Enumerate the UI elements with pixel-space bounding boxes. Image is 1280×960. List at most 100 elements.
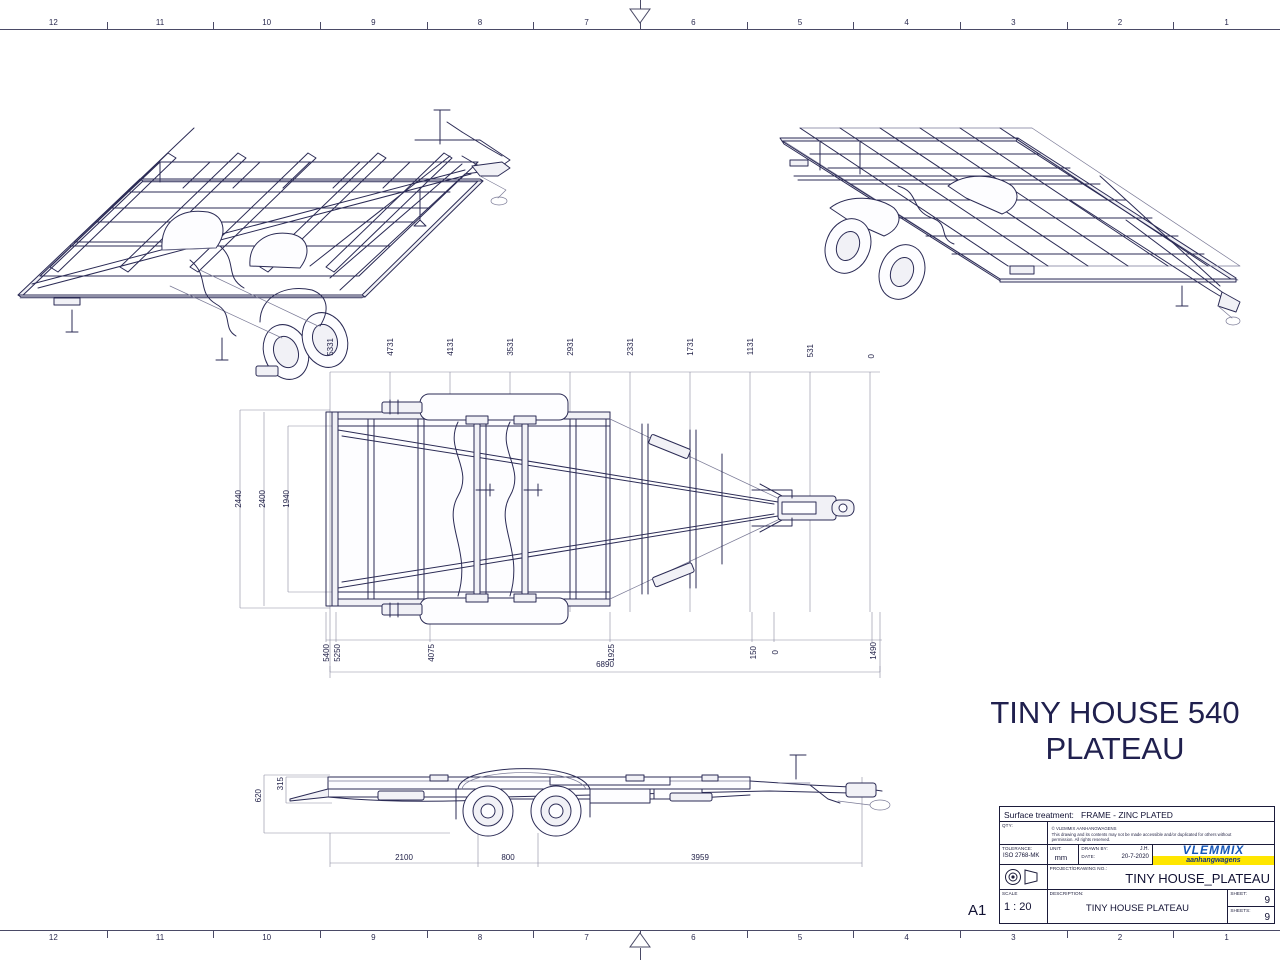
plan-overall-length: 6890 — [596, 660, 614, 669]
surface-treatment-text: Surface treatment: FRAME - ZINC PLATED — [1000, 807, 1274, 820]
ruler-tick — [106, 930, 108, 938]
project-label: PROJECT/DRAWING NO.: — [1049, 866, 1108, 871]
title-block-row-copyright: QTY: © VLEMMIX AANHANGWAGENS This drawin… — [1000, 822, 1274, 845]
copyright-text: © VLEMMIX AANHANGWAGENS This drawing and… — [1048, 822, 1274, 843]
ordinate-top-6: 1731 — [686, 338, 695, 356]
ruler-tick — [320, 22, 321, 30]
scale-value: 1 : 20 — [1004, 901, 1032, 913]
ruler-number-10: 10 — [262, 933, 272, 942]
ruler-tick — [1066, 22, 1068, 30]
sheet-value: 9 — [1264, 895, 1270, 906]
ruler-tick — [320, 930, 321, 938]
drawn-by-value: J.H. — [1140, 846, 1149, 852]
side-dim-800: 800 — [501, 853, 515, 862]
ruler-tick — [960, 930, 961, 938]
copyright-line-2: This drawing and its contents may not be… — [1051, 831, 1232, 837]
ruler-tick — [106, 22, 108, 30]
ordinate-bottom-4: 150 — [749, 646, 758, 660]
ruler-tick — [426, 22, 428, 30]
sheets-value: 9 — [1264, 912, 1270, 923]
isometric-view-left — [10, 70, 530, 380]
ruler-number-1: 1 — [1224, 933, 1229, 942]
ruler-number-8: 8 — [477, 18, 483, 27]
ruler-tick — [853, 22, 855, 30]
ruler-number-2: 2 — [1117, 933, 1123, 942]
ruler-number-7: 7 — [584, 18, 589, 27]
title-block-row-scale: SCALE 1 : 20 DESCRIPTION: TINY HOUSE PLA… — [1000, 890, 1274, 923]
side-dim-3959: 3959 — [691, 853, 709, 862]
ordinate-top-9: 0 — [867, 354, 876, 359]
ruler-tick — [746, 22, 748, 30]
unit-cell: UNIT: mm — [1048, 845, 1080, 864]
copyright-line-1: © VLEMMIX AANHANGWAGENS — [1051, 826, 1117, 831]
drawn-by-label: DRAWN BY: — [1081, 846, 1108, 851]
ruler-number-2: 2 — [1117, 18, 1123, 27]
ruler-number-9: 9 — [371, 18, 376, 27]
drawn-date-cell: DRAWN BY: J.H. DATE: 20-7-2020 — [1079, 845, 1153, 864]
surface-treatment-value: FRAME - ZINC PLATED — [1081, 810, 1173, 820]
sheets-total-row: SHEETS: 9 — [1228, 907, 1274, 923]
ruler-tick — [960, 22, 961, 30]
tolerance-cell: TOLERANCE: ISO 2768-MK — [1000, 845, 1048, 864]
side-height-315: 315 — [276, 777, 285, 791]
ruler-number-3: 3 — [1011, 933, 1016, 942]
ordinate-top-1: 4731 — [386, 338, 395, 356]
sheet-format-label: A1 — [968, 902, 987, 919]
plan-width-2400: 2400 — [258, 490, 267, 508]
ruler-tick — [1173, 22, 1175, 30]
ordinate-bottom-0: 5400 — [322, 644, 331, 662]
plan-view: 5331 4731 4131 3531 2931 2331 1731 1131 … — [222, 338, 912, 695]
first-angle-projection-icon — [1005, 869, 1038, 885]
plan-width-1940: 1940 — [282, 490, 291, 508]
qty-label: QTY: — [1002, 823, 1013, 828]
ruler-number-5: 5 — [797, 933, 803, 942]
ruler-tick — [746, 930, 748, 938]
page-title: TINY HOUSE 540 PLATEAU — [965, 695, 1265, 767]
ruler-number-12: 12 — [48, 933, 58, 942]
side-dim-2100: 2100 — [395, 853, 413, 862]
surface-treatment-cell: Surface treatment: FRAME - ZINC PLATED — [1000, 807, 1274, 821]
unit-value: mm — [1054, 853, 1068, 862]
ruler-tick — [853, 930, 855, 938]
center-marker-top-icon — [629, 8, 651, 24]
plan-width-2440: 2440 — [234, 490, 243, 508]
scale-label: SCALE — [1002, 891, 1018, 896]
vlemmix-logo: VLEMMIX aanhangwagens — [1152, 844, 1274, 865]
ordinate-bottom-2: 4075 — [427, 644, 436, 662]
ruler-tick — [533, 930, 535, 938]
date-label: DATE: — [1081, 854, 1096, 859]
ruler-tick — [213, 930, 215, 938]
sheet-cell: SHEET: 9 SHEETS: 9 — [1228, 890, 1274, 923]
ordinate-bottom-6: 1490 — [869, 642, 878, 660]
sheets-label: SHEETS: — [1230, 908, 1251, 913]
title-block: Surface treatment: FRAME - ZINC PLATED Q… — [999, 806, 1275, 924]
ruler-number-10: 10 — [262, 18, 272, 27]
title-block-row-tolerance: TOLERANCE: ISO 2768-MK UNIT: mm DRAWN BY… — [1000, 844, 1274, 865]
project-number-cell: PROJECT/DRAWING NO.: TINY HOUSE_PLATEAU — [1048, 865, 1274, 889]
ruler-bottom-center-stem — [640, 948, 641, 960]
title-block-row-project: PROJECT/DRAWING NO.: TINY HOUSE_PLATEAU — [1000, 865, 1274, 890]
side-height-620: 620 — [254, 789, 263, 803]
page-title-line2: PLATEAU — [1045, 731, 1185, 766]
ruler-number-12: 12 — [48, 18, 58, 27]
ordinate-top-4: 2931 — [566, 338, 575, 356]
ordinate-top-2: 4131 — [446, 338, 455, 356]
date-value: 20-7-2020 — [1121, 854, 1149, 860]
ruler-top-center-stem — [640, 0, 641, 12]
projection-symbol-cell — [1000, 865, 1048, 889]
ordinate-top-7: 1131 — [746, 338, 755, 356]
ordinate-top-3: 3531 — [506, 338, 515, 356]
ruler-tick — [1066, 930, 1068, 938]
unit-label: UNIT: — [1049, 846, 1062, 851]
ruler-number-11: 11 — [155, 933, 165, 942]
tolerance-label: TOLERANCE: — [1002, 846, 1033, 851]
logo-sub-text: aanhangwagens — [1152, 856, 1274, 865]
surface-treatment-label: Surface treatment: — [1004, 810, 1074, 820]
page-title-line1: TINY HOUSE 540 — [990, 695, 1240, 730]
center-marker-bottom-icon — [629, 932, 651, 948]
ruler-number-4: 4 — [904, 933, 909, 942]
ruler-number-1: 1 — [1224, 18, 1229, 27]
ruler-number-9: 9 — [371, 933, 376, 942]
ruler-number-5: 5 — [797, 18, 803, 27]
